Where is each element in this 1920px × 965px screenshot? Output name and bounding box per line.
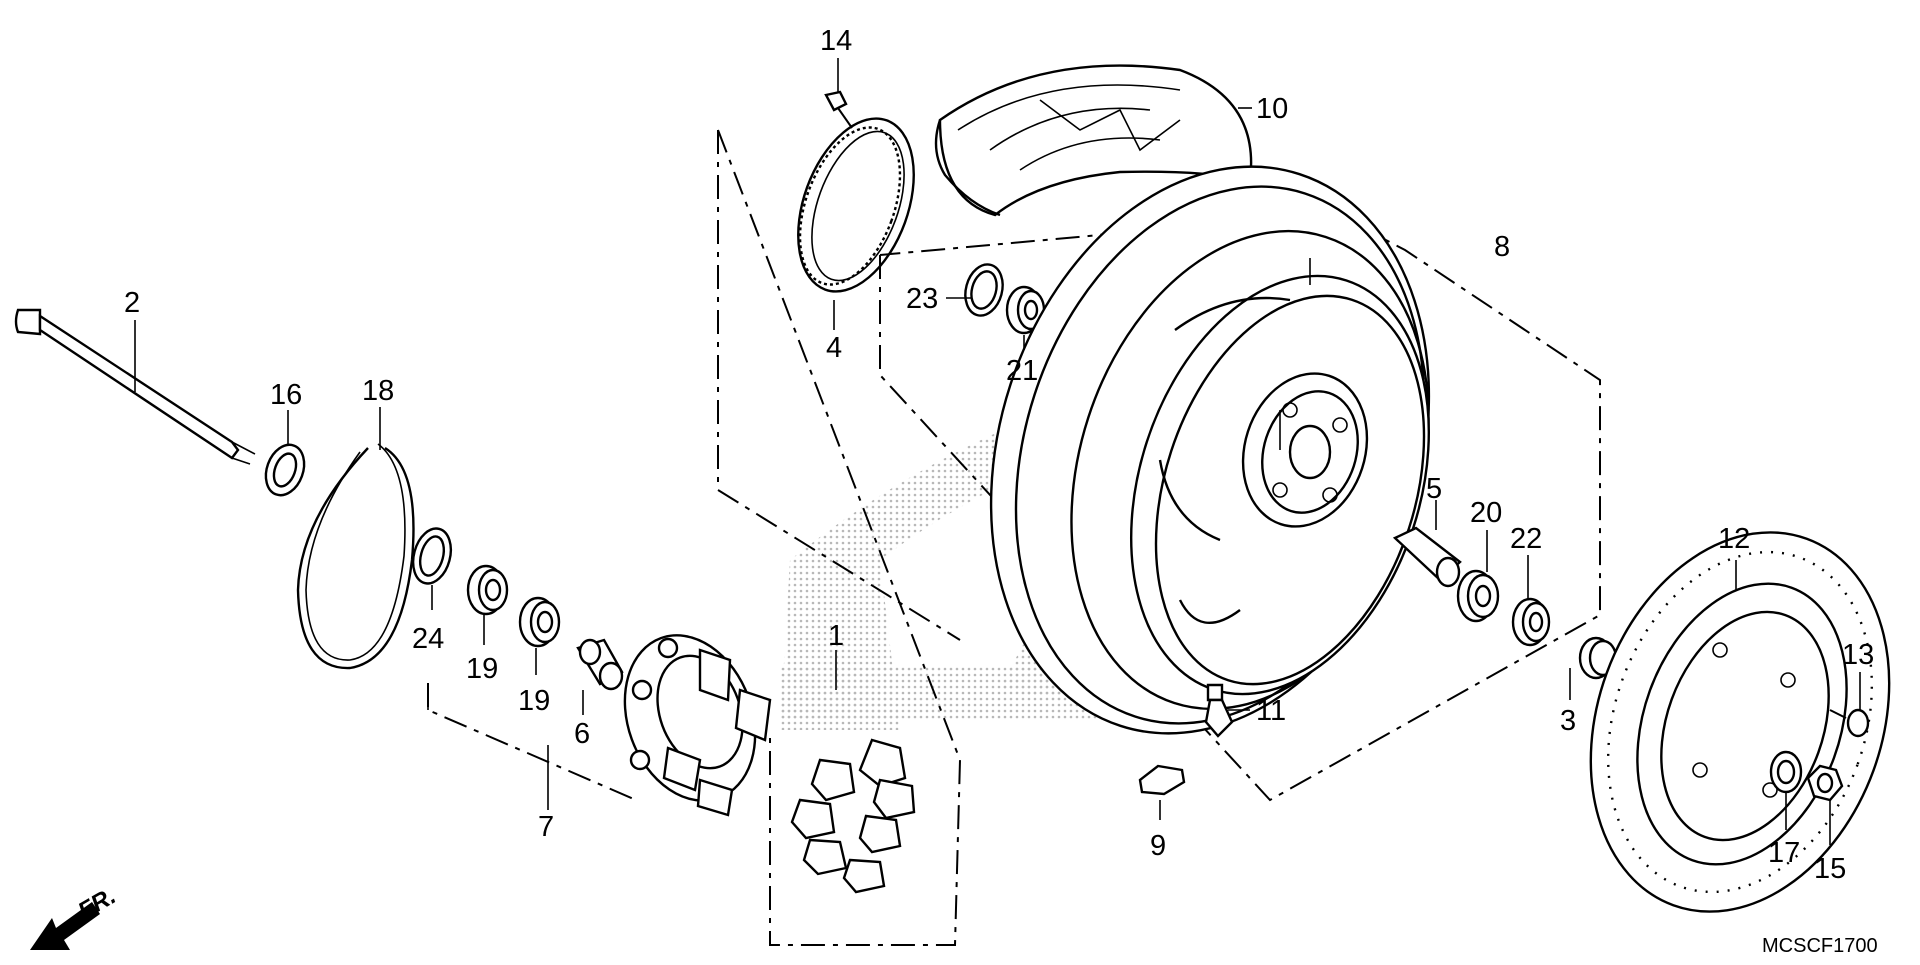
snap-ring-18 — [296, 443, 415, 670]
leader-lines — [134, 58, 1861, 845]
bearing-20 — [1456, 569, 1500, 623]
balance-weight-9 — [1138, 764, 1186, 796]
bearing-19a — [466, 564, 509, 616]
callout-9: 9 — [1150, 830, 1166, 862]
callout-4: 4 — [826, 332, 842, 364]
callout-6: 6 — [574, 718, 590, 750]
callout-19b: 19 — [518, 685, 550, 717]
bolt-13 — [1829, 708, 1870, 738]
callout-18: 18 — [362, 375, 394, 407]
callout-5: 5 — [1426, 473, 1442, 505]
bolt-14 — [824, 90, 853, 129]
ring-24 — [411, 527, 453, 585]
callout-23: 23 — [906, 283, 938, 315]
callout-2: 2 — [124, 287, 140, 319]
callout-1: 1 — [828, 620, 844, 652]
driven-flange-7 — [623, 634, 772, 817]
callout-10: 10 — [1256, 93, 1288, 125]
diagram-code: MCSCF1700 — [1762, 935, 1878, 957]
callout-11: 11 — [1256, 695, 1286, 727]
callout-12: 12 — [1718, 523, 1750, 555]
callout-21: 21 — [1006, 355, 1038, 387]
wheel-8 — [989, 165, 1431, 735]
nut-15 — [1806, 764, 1844, 802]
callout-19a: 19 — [466, 653, 498, 685]
callout-8: 8 — [1494, 231, 1510, 263]
collar-16 — [264, 443, 306, 497]
seal-22 — [1511, 597, 1551, 647]
callout-7: 7 — [538, 811, 554, 843]
callout-3: 3 — [1560, 705, 1576, 737]
axle — [14, 308, 256, 465]
front-direction-arrow-icon: FR. — [30, 882, 120, 950]
callout-16: 16 — [270, 379, 302, 411]
callout-15: 15 — [1814, 853, 1846, 885]
valve-11 — [1204, 683, 1234, 738]
ring-23 — [964, 263, 1004, 317]
callout-13: 13 — [1842, 639, 1874, 671]
callout-22: 22 — [1510, 523, 1542, 555]
collar-6 — [576, 638, 624, 691]
callout-labels: 1 2 3 4 5 6 7 8 9 10 11 12 13 14 15 16 1… — [124, 25, 1874, 885]
callout-17: 17 — [1768, 837, 1800, 869]
callout-14: 14 — [820, 25, 852, 57]
callout-24: 24 — [412, 623, 444, 655]
damper-rubbers-1 — [790, 738, 916, 894]
pulser-ring-4 — [797, 117, 915, 293]
callout-20: 20 — [1470, 497, 1502, 529]
collar-5 — [1392, 526, 1462, 588]
brake-disc-12 — [1589, 531, 1891, 913]
bearing-19b — [518, 596, 561, 648]
